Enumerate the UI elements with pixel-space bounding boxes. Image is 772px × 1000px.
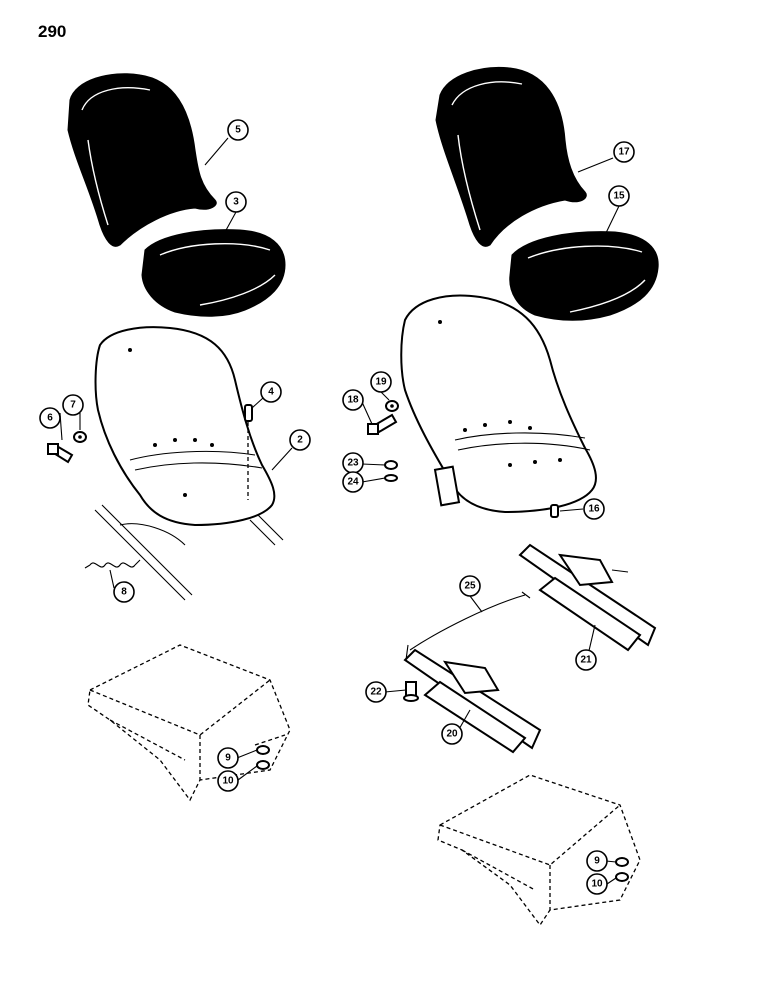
callout-circle [583, 498, 605, 520]
callout-16: 16 [583, 498, 605, 520]
callout-label: 3 [233, 197, 239, 208]
slide-rail-20 [403, 648, 542, 754]
callout-label: 6 [47, 413, 53, 424]
callout-8: 8 [113, 581, 135, 603]
callout-label: 9 [225, 753, 231, 764]
callout-label: 17 [618, 147, 630, 158]
callout-label: 15 [613, 191, 625, 202]
callout-circle [575, 649, 597, 671]
callout-7: 7 [62, 394, 84, 416]
callout-circle [459, 575, 481, 597]
bolt-18 [367, 413, 398, 435]
callout-23: 23 [342, 452, 364, 474]
callout-2: 2 [289, 429, 311, 451]
callout-label: 22 [370, 687, 382, 698]
mounting-bracket-right [437, 774, 641, 927]
callout-circle [225, 191, 247, 213]
callout-circle [289, 429, 311, 451]
callout-label: 20 [446, 729, 458, 740]
callouts-layer: 5 3 17 15 4 6 7 2 8 19 18 23 24 16 25 21 22 20 9 10 9 10 [39, 119, 635, 895]
callout-label: 19 [375, 377, 387, 388]
bolt-6 [47, 443, 74, 464]
callout-label: 16 [588, 504, 600, 515]
callout-circle [441, 723, 463, 745]
callout-circle [365, 681, 387, 703]
slide-rail-21 [518, 543, 657, 652]
callout-6: 6 [39, 407, 61, 429]
callout-4: 4 [260, 381, 282, 403]
washer-24 [384, 474, 398, 482]
callout-label: 10 [591, 879, 603, 890]
callout-circle [227, 119, 249, 141]
callout-9a: 9 [217, 747, 239, 769]
callout-19: 19 [370, 371, 392, 393]
callout-label: 10 [222, 776, 234, 787]
bolt-22 [403, 681, 419, 702]
callout-circle [260, 381, 282, 403]
callout-circle [370, 371, 392, 393]
seat-pan-right [400, 294, 597, 514]
rod-25 [405, 591, 531, 661]
callout-circle [62, 394, 84, 416]
callout-circle [217, 747, 239, 769]
callout-17: 17 [613, 141, 635, 163]
callout-circle [613, 141, 635, 163]
callout-label: 7 [70, 400, 76, 411]
callout-15: 15 [608, 185, 630, 207]
callout-label: 24 [347, 477, 359, 488]
callout-label: 8 [121, 587, 127, 598]
callout-circle [608, 185, 630, 207]
callout-circle [217, 770, 239, 792]
callout-21: 21 [575, 649, 597, 671]
washer-9-left [256, 745, 270, 755]
callout-circle [342, 389, 364, 411]
callout-label: 5 [235, 125, 241, 136]
seat-cushion-right [509, 231, 659, 321]
callout-label: 21 [580, 655, 592, 666]
backrest-cushion-left [67, 73, 217, 247]
callout-circle [586, 873, 608, 895]
callout-10b: 10 [586, 873, 608, 895]
callout-22: 22 [365, 681, 387, 703]
callout-3: 3 [225, 191, 247, 213]
stud-16 [550, 504, 559, 518]
callout-5: 5 [227, 119, 249, 141]
callout-9b: 9 [586, 850, 608, 872]
callout-label: 18 [347, 395, 359, 406]
callout-circle [39, 407, 61, 429]
callout-label: 9 [594, 856, 600, 867]
washer-9-right [615, 857, 629, 867]
callout-label: 25 [464, 581, 476, 592]
leader-lines [59, 137, 620, 885]
washer-7 [73, 431, 87, 443]
callout-circle [342, 471, 364, 493]
page-number: 290 [38, 22, 67, 41]
nut-23 [384, 460, 398, 470]
spring-8 [84, 559, 141, 569]
nut-10-left [256, 760, 270, 770]
callout-label: 4 [268, 387, 274, 398]
mounting-bracket-left [87, 644, 291, 802]
callout-20: 20 [441, 723, 463, 745]
callout-25: 25 [459, 575, 481, 597]
nut-10-right [615, 872, 629, 882]
callout-circle [586, 850, 608, 872]
seat-cushion-left [141, 229, 286, 317]
callout-24: 24 [342, 471, 364, 493]
callout-18: 18 [342, 389, 364, 411]
backrest-cushion-right [435, 66, 587, 247]
seat-pan-left [94, 326, 284, 601]
callout-label: 2 [297, 435, 303, 446]
callout-label: 23 [347, 458, 359, 469]
callout-10a: 10 [217, 770, 239, 792]
callout-circle [113, 581, 135, 603]
washer-19 [385, 400, 399, 412]
pin-4 [244, 404, 253, 500]
